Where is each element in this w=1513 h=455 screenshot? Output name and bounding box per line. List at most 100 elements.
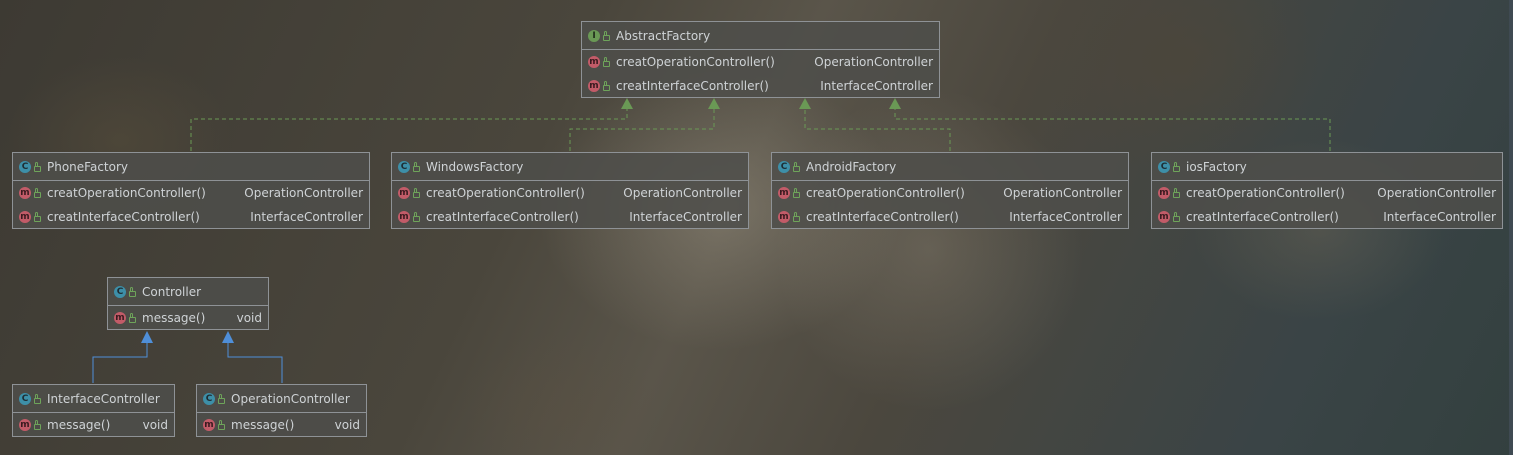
realization-arrowhead-android — [799, 98, 811, 109]
node-title: iosFactory — [1186, 159, 1247, 174]
realization-edge-ios[interactable] — [894, 108, 1331, 151]
generalization-arrowhead-interface — [141, 331, 153, 343]
member-type: InterfaceController — [1009, 210, 1122, 224]
phone-factory-node[interactable]: C PhoneFactory m creatOperationControlle… — [12, 152, 370, 229]
member-row[interactable]: m creatOperationController() OperationCo… — [13, 181, 369, 205]
lock-icon — [34, 188, 41, 198]
operation-controller-node[interactable]: C OperationController m message() void — [196, 384, 367, 437]
interface-icon: I — [588, 29, 600, 42]
node-title: WindowsFactory — [426, 159, 524, 174]
controller-node[interactable]: C Controller m message() void — [107, 277, 269, 330]
member-row[interactable]: m message() void — [13, 413, 174, 437]
member-name: creatInterfaceController() — [426, 210, 579, 224]
member-name: message() — [142, 311, 206, 325]
lock-icon — [1173, 161, 1180, 172]
class-icon: C — [203, 392, 215, 405]
member-row[interactable]: m message() void — [108, 306, 268, 330]
class-icon: C — [19, 392, 31, 405]
lock-icon — [413, 212, 420, 222]
lock-icon — [793, 188, 800, 198]
method-icon: m — [398, 187, 410, 199]
member-row[interactable]: m creatOperationController() OperationCo… — [582, 50, 939, 74]
class-icon: C — [19, 160, 31, 173]
member-type: void — [236, 311, 262, 325]
member-name: creatOperationController() — [426, 186, 585, 200]
member-name: creatOperationController() — [1186, 186, 1345, 200]
generalization-edge-operation[interactable] — [227, 341, 283, 383]
node-title: AndroidFactory — [806, 159, 897, 174]
realization-edge-windows[interactable] — [569, 108, 715, 151]
node-header[interactable]: C iosFactory — [1152, 153, 1502, 181]
member-type: OperationController — [1377, 186, 1496, 200]
ios-factory-node[interactable]: C iosFactory m creatOperationController(… — [1151, 152, 1503, 229]
node-header[interactable]: I AbstractFactory — [582, 22, 939, 50]
abstract-factory-node[interactable]: I AbstractFactory m creatOperationContro… — [581, 21, 940, 98]
member-type: InterfaceController — [250, 210, 363, 224]
right-edge-strip — [1509, 0, 1513, 455]
node-header[interactable]: C PhoneFactory — [13, 153, 369, 181]
lock-icon — [603, 57, 610, 67]
node-title: OperationController — [231, 391, 350, 406]
member-name: creatInterfaceController() — [616, 79, 769, 93]
member-type: OperationController — [623, 186, 742, 200]
lock-icon — [34, 420, 41, 430]
member-name: creatInterfaceController() — [47, 210, 200, 224]
lock-icon — [1173, 188, 1180, 198]
lock-icon — [603, 30, 610, 41]
member-name: creatOperationController() — [616, 55, 775, 69]
method-icon: m — [19, 211, 31, 223]
class-icon: C — [778, 160, 790, 173]
method-icon: m — [778, 211, 790, 223]
member-type: InterfaceController — [820, 79, 933, 93]
realization-arrowhead-phone — [621, 98, 633, 109]
android-factory-node[interactable]: C AndroidFactory m creatOperationControl… — [771, 152, 1129, 229]
lock-icon — [218, 393, 225, 404]
class-icon: C — [114, 285, 126, 298]
method-icon: m — [588, 56, 600, 68]
member-row[interactable]: m creatInterfaceController() InterfaceCo… — [772, 205, 1128, 229]
method-icon: m — [19, 419, 31, 431]
node-title: InterfaceController — [47, 391, 160, 406]
node-header[interactable]: C InterfaceController — [13, 385, 174, 413]
member-row[interactable]: m creatInterfaceController() InterfaceCo… — [13, 205, 369, 229]
member-type: void — [142, 418, 168, 432]
lock-icon — [1173, 212, 1180, 222]
node-title: PhoneFactory — [47, 159, 129, 174]
member-type: OperationController — [244, 186, 363, 200]
method-icon: m — [778, 187, 790, 199]
method-icon: m — [203, 419, 215, 431]
interface-controller-node[interactable]: C InterfaceController m message() void — [12, 384, 175, 437]
lock-icon — [218, 420, 225, 430]
windows-factory-node[interactable]: C WindowsFactory m creatOperationControl… — [391, 152, 749, 229]
realization-arrowhead-ios — [889, 98, 901, 109]
node-header[interactable]: C WindowsFactory — [392, 153, 748, 181]
node-header[interactable]: C AndroidFactory — [772, 153, 1128, 181]
method-icon: m — [114, 312, 126, 324]
member-type: OperationController — [1003, 186, 1122, 200]
member-row[interactable]: m creatInterfaceController() InterfaceCo… — [392, 205, 748, 229]
member-name: creatInterfaceController() — [1186, 210, 1339, 224]
member-name: creatInterfaceController() — [806, 210, 959, 224]
member-row[interactable]: m creatOperationController() OperationCo… — [772, 181, 1128, 205]
member-type: InterfaceController — [629, 210, 742, 224]
member-name: creatOperationController() — [806, 186, 965, 200]
member-name: message() — [231, 418, 295, 432]
lock-icon — [413, 161, 420, 172]
member-row[interactable]: m creatInterfaceController() InterfaceCo… — [1152, 205, 1502, 229]
member-row[interactable]: m creatOperationController() OperationCo… — [1152, 181, 1502, 205]
realization-edge-phone[interactable] — [190, 108, 628, 151]
node-header[interactable]: C OperationController — [197, 385, 366, 413]
method-icon: m — [19, 187, 31, 199]
lock-icon — [129, 313, 136, 323]
member-row[interactable]: m creatOperationController() OperationCo… — [392, 181, 748, 205]
realization-arrowhead-windows — [708, 98, 720, 109]
member-type: void — [334, 418, 360, 432]
node-header[interactable]: C Controller — [108, 278, 268, 306]
method-icon: m — [588, 80, 600, 92]
generalization-edge-interface[interactable] — [92, 341, 148, 383]
member-name: message() — [47, 418, 111, 432]
member-row[interactable]: m creatInterfaceController() InterfaceCo… — [582, 74, 939, 98]
realization-edge-android[interactable] — [804, 108, 951, 151]
member-row[interactable]: m message() void — [197, 413, 366, 437]
lock-icon — [129, 286, 136, 297]
